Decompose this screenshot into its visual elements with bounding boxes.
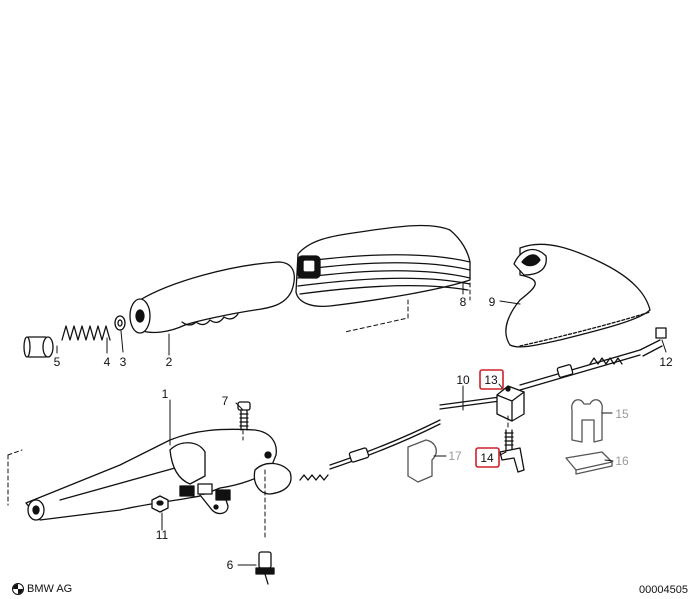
callout-8: 8 xyxy=(460,295,467,309)
washer xyxy=(114,315,126,331)
callout-leaders xyxy=(56,281,667,566)
rubber-boot xyxy=(295,224,471,308)
document-number: 00004505 xyxy=(639,584,688,596)
handbrake-grip xyxy=(129,261,295,334)
leader-lines xyxy=(7,261,509,541)
callout-15: 15 xyxy=(615,407,629,421)
cable-equalizer xyxy=(496,385,525,422)
handbrake-switch xyxy=(255,551,275,585)
callout-16: 16 xyxy=(615,454,629,468)
brand-label: BMW AG xyxy=(27,583,73,595)
highlight-frame-14 xyxy=(475,447,500,468)
callout-6: 6 xyxy=(227,558,234,572)
end-cap xyxy=(23,336,54,358)
callout-17: 17 xyxy=(448,449,462,463)
callout-4: 4 xyxy=(104,355,111,369)
callout-2: 2 xyxy=(166,355,173,369)
callout-14: 14 xyxy=(480,451,494,465)
spring xyxy=(61,325,111,341)
highlight-frame-13 xyxy=(479,369,504,390)
brake-cable xyxy=(299,327,667,481)
bmw-logo-icon xyxy=(12,583,24,595)
equalizer-bolt xyxy=(499,429,525,473)
callout-9: 9 xyxy=(489,295,496,309)
cable-guide xyxy=(407,439,437,483)
callout-5: 5 xyxy=(54,355,61,369)
cable-clip xyxy=(571,399,603,443)
console-cover xyxy=(505,243,651,348)
retaining-plate xyxy=(565,451,613,475)
callout-10: 10 xyxy=(456,373,470,387)
copyright-brand: BMW AG xyxy=(12,583,72,595)
callout-11: 11 xyxy=(156,528,169,542)
callout-7: 7 xyxy=(222,394,229,408)
nut xyxy=(151,495,169,513)
callout-1: 1 xyxy=(162,387,169,401)
callout-3: 3 xyxy=(120,355,127,369)
callout-12: 12 xyxy=(659,355,673,369)
lever-assembly xyxy=(25,428,292,521)
callout-13: 13 xyxy=(484,373,498,387)
